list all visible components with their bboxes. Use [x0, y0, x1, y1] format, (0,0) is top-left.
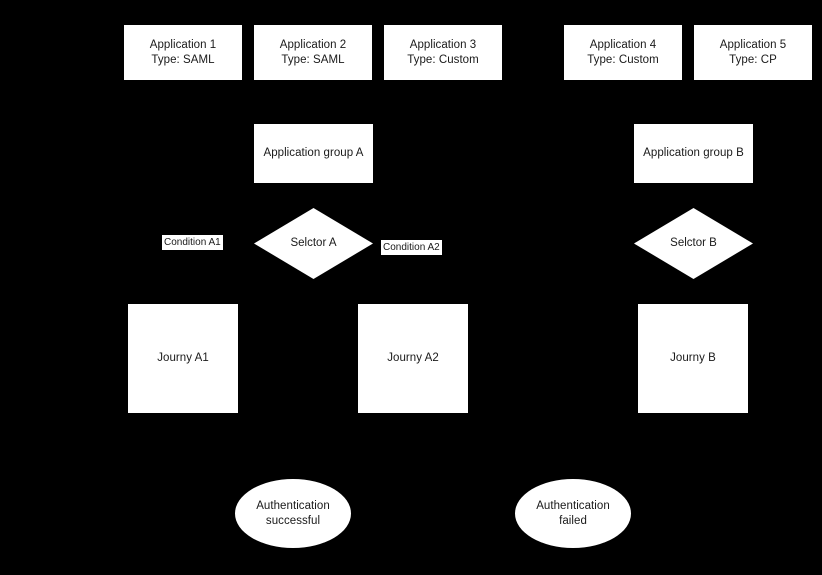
condition-a2-label: Condition A2: [381, 240, 442, 255]
application-box-5[interactable]: Application 5 Type: CP: [694, 25, 812, 80]
application-group-a-box[interactable]: Application group A: [254, 124, 373, 183]
journey-b-box[interactable]: Journy B: [638, 304, 748, 413]
journey-a2-box[interactable]: Journy A2: [358, 304, 468, 413]
authentication-successful-ellipse[interactable]: Authentication successful: [235, 479, 351, 548]
application-group-b-box[interactable]: Application group B: [634, 124, 753, 183]
selector-a-shape: [254, 208, 373, 279]
selector-b-diamond[interactable]: Selctor B: [634, 208, 753, 279]
application-box-4[interactable]: Application 4 Type: Custom: [564, 25, 682, 80]
condition-a1-label: Condition A1: [162, 235, 223, 250]
application-box-2[interactable]: Application 2 Type: SAML: [254, 25, 372, 80]
journey-a1-box[interactable]: Journy A1: [128, 304, 238, 413]
selector-b-shape: [634, 208, 753, 279]
authentication-failed-ellipse[interactable]: Authentication failed: [515, 479, 631, 548]
application-box-1[interactable]: Application 1 Type: SAML: [124, 25, 242, 80]
application-box-3[interactable]: Application 3 Type: Custom: [384, 25, 502, 80]
selector-a-diamond[interactable]: Selctor A: [254, 208, 373, 279]
